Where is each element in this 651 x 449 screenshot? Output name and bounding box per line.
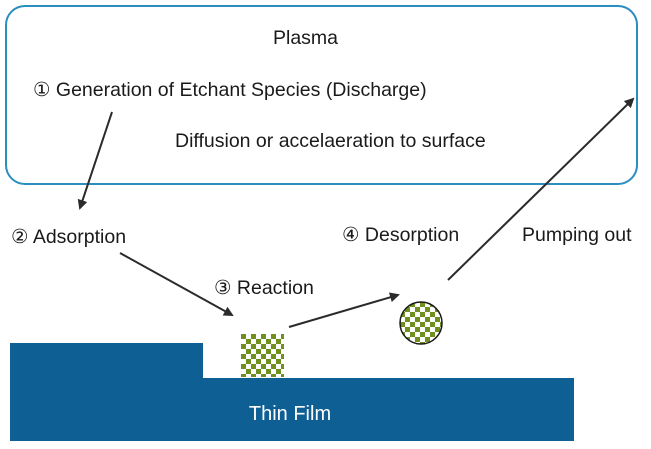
plasma-title: Plasma [273,27,339,49]
arrow-generation-to-adsorption [77,111,113,210]
step-adsorption-label: ② Adsorption [11,226,127,248]
arrow-pumping-out [447,97,635,281]
step-desorption-label: ④ Desorption [342,224,460,246]
thin-film-label: Thin Film [249,403,331,425]
arrow-adsorption-to-surface [119,252,234,316]
step-reaction-label: ③ Reaction [214,277,314,299]
desorbed-particle [399,301,443,345]
pumping-out-label: Pumping out [522,224,632,246]
diffusion-label: Diffusion or accelaeration to surface [175,130,486,152]
arrow-reaction-to-desorption [288,292,400,328]
plasma-chamber [5,5,638,185]
step-generation-label: ① Generation of Etchant Species (Dischar… [33,79,427,101]
thin-film-substrate [10,343,574,441]
reaction-product-particle [241,334,284,377]
